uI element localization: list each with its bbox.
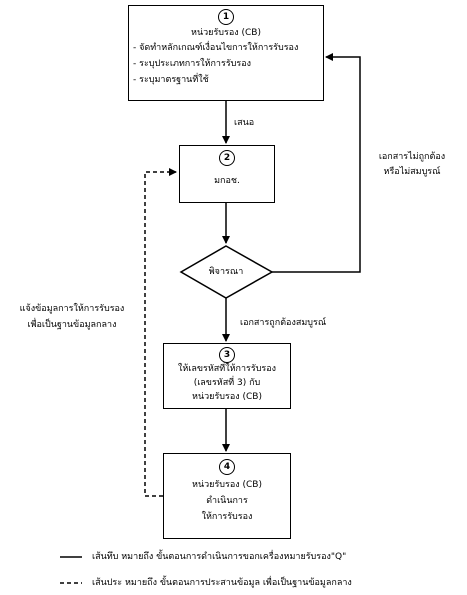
legend-solid-text: เส้นทึบ หมายถึง ขั้นตอนการดำเนินการขอกเค… — [92, 552, 347, 562]
edge-label-incomplete-line-1: เอกสารไม่ถูกต้อง — [378, 152, 446, 162]
step-1-number: 1 — [218, 9, 234, 25]
step-3-line-1: ให้เลขรหัสที่ให้การรับรอง — [177, 364, 277, 374]
step-1-bullet-2: - ระบุประเภทการให้การรับรอง — [133, 59, 251, 69]
step-1-title: หน่วยรับรอง (CB) — [191, 28, 261, 38]
step-4-line-2: ดำเนินการ — [206, 496, 248, 506]
step-3-number: 3 — [219, 347, 235, 363]
step-1-bullet-3: - ระบุมาตรฐานที่ใช้ — [133, 75, 209, 85]
step-4-number: 4 — [219, 459, 235, 475]
edge-label-complete: เอกสารถูกต้องสมบูรณ์ — [240, 318, 327, 328]
step-4-line-1: หน่วยรับรอง (CB) — [192, 480, 262, 490]
step-1-box — [128, 5, 324, 101]
decision-label: พิจารณา — [208, 267, 244, 277]
step-3-line-3: หน่วยรับรอง (CB) — [192, 392, 262, 402]
edge-label-feedback-line-2: เพื่อเป็นฐานข้อมูลกลาง — [27, 320, 117, 330]
edge-label-incomplete-line-2: หรือไม่สมบูรณ์ — [383, 167, 441, 177]
legend-dashed-text: เส้นประ หมายถึง ขั้นตอนการประสานข้อมูล เ… — [92, 578, 352, 588]
edge-label-feedback-line-1: แจ้งข้อมูลการให้การรับรอง — [19, 304, 125, 314]
dashed-arrow-step4-to-step2 — [144, 168, 177, 497]
step-1-bullet-1: - จัดทำหลักเกณฑ์เงื่อนไขการให้การรับรอง — [133, 43, 299, 53]
arrow-decision-back-to-step1 — [272, 53, 361, 273]
edge-label-submit: เสนอ — [234, 118, 255, 128]
step-2-title: มกอช. — [214, 176, 240, 186]
step-2-number: 2 — [219, 150, 235, 166]
step-4-line-3: ให้การรับรอง — [201, 512, 253, 522]
step-3-line-2: (เลขรหัสที่ 3) กับ — [193, 378, 261, 388]
